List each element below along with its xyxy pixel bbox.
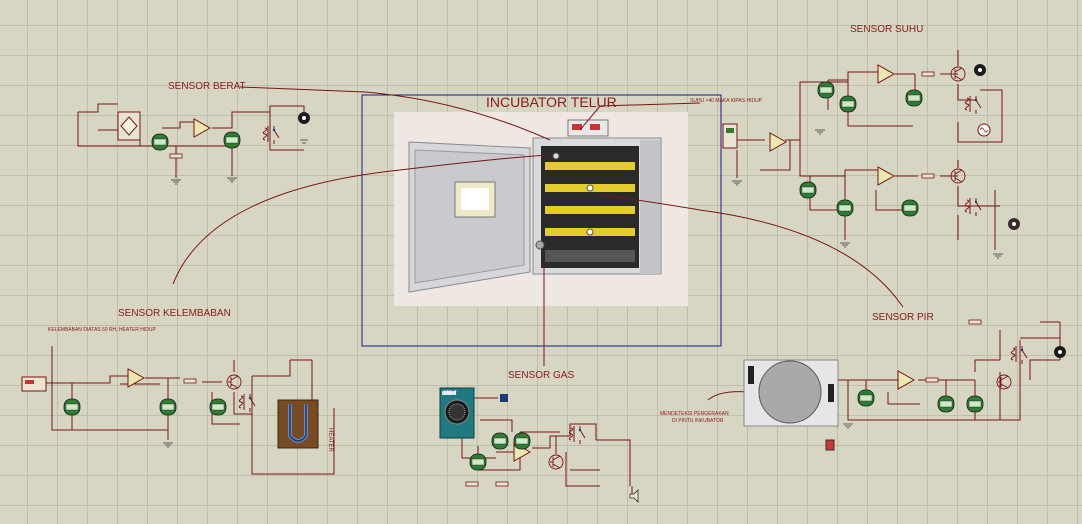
- kelembaban-note: KELEMBABAN DIATAS 60 RH, HEATER HIDUP: [48, 327, 156, 333]
- heater-icon: [277, 399, 319, 449]
- transistor: [996, 374, 1012, 390]
- resistor: [968, 319, 982, 325]
- voltmeter: [469, 453, 487, 471]
- circuit-sensor-gas: [461, 397, 633, 498]
- ground: [839, 242, 851, 248]
- temp-sensor: [722, 123, 738, 149]
- relay: [964, 197, 982, 217]
- fan-icon: [1008, 218, 1020, 230]
- relay: [568, 425, 586, 445]
- voltmeter: [937, 395, 955, 413]
- ground: [731, 180, 743, 186]
- resistor: [921, 173, 935, 179]
- voltmeter: [839, 95, 857, 113]
- voltmeter: [799, 181, 817, 199]
- pir-note-line1: MENDETEKSI PERGERAKAN: [660, 411, 729, 417]
- label-sensor-berat: SENSOR BERAT: [168, 81, 246, 92]
- transistor: [226, 374, 242, 390]
- dc-motor-icon: [298, 112, 310, 124]
- opamp: [877, 64, 895, 84]
- incubator-image: [394, 112, 688, 306]
- voltmeter: [901, 199, 919, 217]
- ground: [170, 179, 182, 185]
- voltmeter: [857, 389, 875, 407]
- heater-label: HEATER: [327, 428, 333, 452]
- incubator-frame: [361, 94, 722, 347]
- label-sensor-pir: SENSOR PIR: [872, 312, 934, 323]
- voltmeter: [836, 199, 854, 217]
- pir-sensor-icon: [743, 359, 839, 427]
- relay: [238, 393, 256, 413]
- resistor: [495, 481, 509, 487]
- transistor: [548, 454, 564, 470]
- label-sensor-kelembaban: SENSOR KELEMBABAN: [118, 308, 231, 319]
- label-sensor-suhu: SENSOR SUHU: [850, 24, 924, 35]
- relay: [262, 125, 280, 145]
- pir-note-line2: DI PINTU INKUBATOR: [672, 418, 724, 424]
- opamp: [769, 132, 787, 152]
- lamp-icon: [977, 123, 991, 137]
- gas-chip-label: MQ-2: [444, 390, 457, 396]
- opamp: [897, 370, 915, 390]
- resistor: [925, 377, 939, 383]
- circuit-sensor-berat: [77, 103, 305, 178]
- voltmeter: [966, 395, 984, 413]
- voltmeter: [209, 398, 227, 416]
- ground: [992, 253, 1004, 259]
- opamp: [193, 118, 211, 138]
- ground: [842, 423, 854, 429]
- voltmeter: [63, 398, 81, 416]
- indicator-led: [500, 394, 508, 402]
- ground: [226, 177, 238, 183]
- buzzer-icon: [629, 489, 639, 503]
- annotation-wires: [172, 86, 904, 401]
- voltmeter: [223, 131, 241, 149]
- ground: [162, 442, 174, 448]
- resistor: [183, 378, 197, 384]
- voltmeter: [905, 89, 923, 107]
- page-title: INCUBATOR TELUR: [486, 94, 617, 110]
- pir-output-pin: [825, 439, 835, 451]
- voltmeter: [159, 398, 177, 416]
- dc-motor-icon: [1054, 346, 1066, 358]
- resistor: [921, 71, 935, 77]
- dc-motor-icon: [974, 64, 986, 76]
- gas-sensor-icon: [439, 387, 475, 439]
- relay: [964, 95, 982, 115]
- relay: [1010, 345, 1028, 365]
- suhu-note: SUHU >40 MAKA KIPAS HIDUP: [690, 98, 763, 104]
- label-sensor-gas: SENSOR GAS: [508, 370, 575, 381]
- opamp: [877, 166, 895, 186]
- voltmeter: [513, 432, 531, 450]
- voltmeter: [151, 133, 169, 151]
- voltmeter: [817, 81, 835, 99]
- voltmeter: [491, 432, 509, 450]
- resistor: [465, 481, 479, 487]
- ground: [814, 129, 826, 135]
- resistor: [169, 153, 183, 159]
